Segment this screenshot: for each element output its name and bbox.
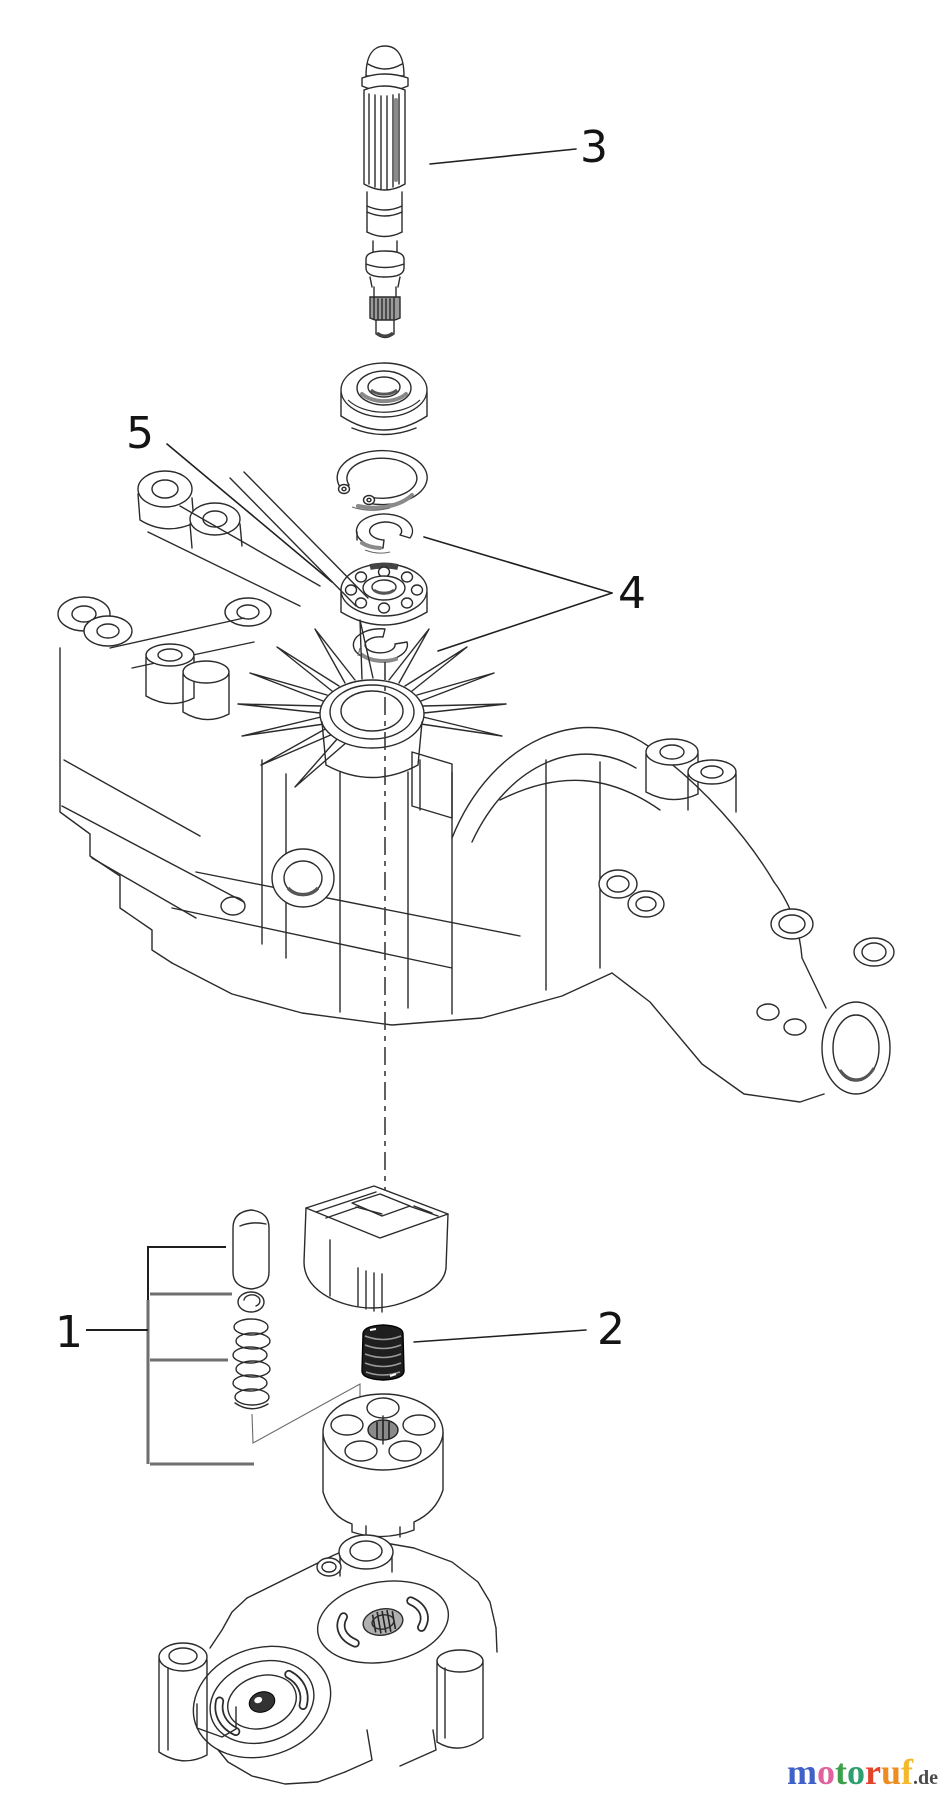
- port-face-lower-icon: [192, 1645, 332, 1759]
- logo-letter: t: [834, 1752, 847, 1792]
- check-ball-icon: [237, 1291, 265, 1313]
- input-shaft-icon: [361, 45, 409, 339]
- pump-end-cap-icon: [158, 1534, 498, 1785]
- cooling-fins-icon: [237, 619, 507, 788]
- spring-icon: [232, 1318, 271, 1410]
- callout-1-label: 1: [55, 1307, 83, 1358]
- logo-letter: r: [864, 1752, 881, 1792]
- logo-suffix: .de: [913, 1767, 938, 1789]
- leader-line-4b: [437, 592, 613, 652]
- callout-3-label: 3: [580, 122, 608, 173]
- logo-letter: u: [880, 1752, 901, 1792]
- callout-5-label: 5: [126, 408, 154, 459]
- logo-letter: m: [786, 1752, 817, 1792]
- motoruf-logo: motoruf.de: [787, 1752, 938, 1798]
- logo-letter: o: [846, 1752, 865, 1792]
- plunger-icon: [232, 1209, 270, 1290]
- retaining-ring-icon: [336, 449, 428, 511]
- transaxle-housing-icon: [57, 470, 895, 1103]
- port-face-upper-icon: [316, 1580, 450, 1664]
- cylinder-block-icon: [322, 1393, 444, 1538]
- shaft-bore-icon: [319, 679, 425, 749]
- leader-line-2: [413, 1329, 587, 1343]
- bracket-1: [86, 1246, 254, 1466]
- thrust-washer-upper-icon: [355, 513, 414, 554]
- leader-line-5: [166, 443, 333, 583]
- leader-line-3: [429, 148, 577, 165]
- ball-bearing-upper-icon: [340, 362, 428, 436]
- guide-block-icon: [303, 1185, 449, 1313]
- leader-line-4a: [423, 536, 613, 594]
- callout-2-label: 2: [597, 1304, 625, 1355]
- ball-bearing-lower-icon: [340, 562, 428, 626]
- logo-letter: o: [816, 1752, 835, 1792]
- logo-letter: f: [901, 1752, 913, 1792]
- spring-insert-icon: [361, 1324, 405, 1381]
- callout-4-label: 4: [618, 568, 646, 619]
